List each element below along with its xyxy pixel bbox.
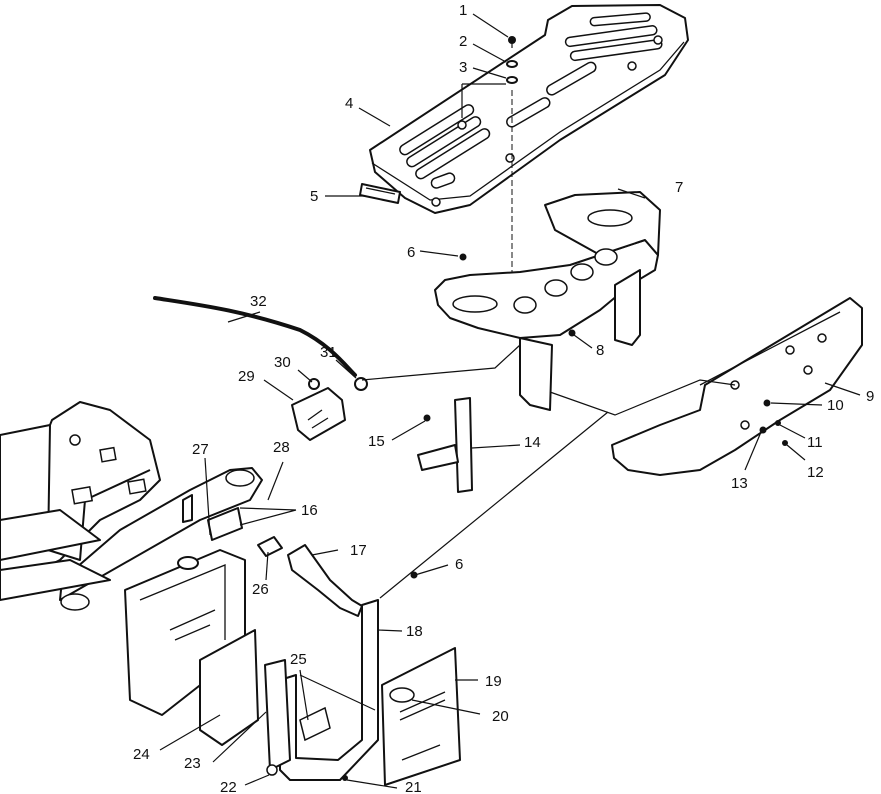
rear-bumper — [611, 297, 863, 476]
tail-light — [291, 377, 368, 441]
callout-20: 20 — [492, 708, 509, 725]
callout-22: 22 — [220, 779, 237, 794]
callout-6-upper: 6 — [407, 244, 415, 261]
callout-5: 5 — [310, 188, 318, 205]
callout-26: 26 — [252, 581, 269, 598]
flap-support — [287, 544, 363, 617]
callout-9: 9 — [866, 388, 874, 405]
callout-10: 10 — [827, 397, 844, 414]
frame-assembly — [0, 401, 263, 716]
callout-27: 27 — [192, 441, 209, 458]
callout-21: 21 — [405, 779, 422, 794]
callout-2: 2 — [459, 33, 467, 50]
rubber-bumper — [257, 536, 283, 557]
callout-13: 13 — [731, 475, 748, 492]
mount-bracket — [417, 397, 473, 493]
left-flap — [199, 629, 331, 771]
callout-7: 7 — [675, 179, 683, 196]
mud-flap — [381, 647, 461, 786]
callout-28: 28 — [273, 439, 290, 456]
callout-19: 19 — [485, 673, 502, 690]
callout-17: 17 — [350, 542, 367, 559]
callout-3: 3 — [459, 59, 467, 76]
rack-support — [434, 191, 661, 411]
rack-hardware — [506, 36, 518, 84]
callout-31: 31 — [320, 344, 337, 361]
callout-1: 1 — [459, 2, 467, 19]
callout-4: 4 — [345, 95, 353, 112]
callout-8: 8 — [596, 342, 604, 359]
callout-30: 30 — [274, 354, 291, 371]
flap-frame — [279, 599, 379, 781]
callout-6-lower: 6 — [455, 556, 463, 573]
wire-harness — [153, 296, 357, 377]
callout-29: 29 — [238, 368, 255, 385]
callout-18: 18 — [406, 623, 423, 640]
callout-25: 25 — [290, 651, 307, 668]
callout-32: 32 — [250, 293, 267, 310]
rack-slots — [399, 12, 663, 207]
callout-16: 16 — [301, 502, 318, 519]
reflector — [359, 183, 401, 204]
rear-rack — [369, 4, 689, 214]
callout-14: 14 — [524, 434, 541, 451]
callout-11: 11 — [807, 434, 823, 451]
callout-labels: 1 2 3 4 5 6 7 8 9 10 11 12 13 14 15 16 1… — [133, 2, 874, 794]
callout-15: 15 — [368, 433, 385, 450]
callout-23: 23 — [184, 755, 201, 772]
callout-leaders — [159, 13, 861, 789]
callout-24: 24 — [133, 746, 150, 763]
callout-12: 12 — [807, 464, 824, 481]
